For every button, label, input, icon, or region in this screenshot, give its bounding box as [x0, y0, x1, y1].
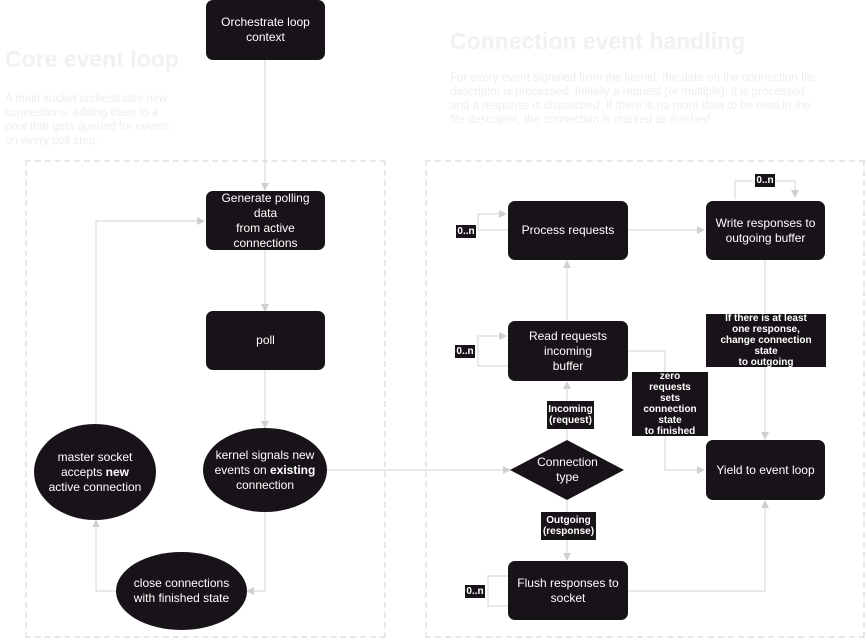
connection-type-node: Connection type [510, 440, 625, 500]
read-loop-label-text: 0..n [456, 346, 474, 357]
outgoing-response-label: Outgoing (response) [541, 512, 596, 540]
master-socket-text-end: active connection [48, 479, 142, 494]
yield-to-event-loop-text: Yield to event loop [716, 462, 815, 477]
flush-loop-label: 0..n [465, 585, 485, 598]
process-requests-node: Process requests [508, 201, 628, 260]
poll-node: poll [206, 311, 325, 370]
read-loop-label: 0..n [455, 345, 475, 358]
master-socket-text-part: master socket accepts [57, 449, 133, 479]
connection-type-diamond [510, 440, 624, 500]
close-connections-text: close connections with finished state [133, 576, 230, 605]
master-socket-bold-text: new [105, 464, 130, 479]
kernel-signals-bold-text: existing [270, 462, 316, 477]
edge-read-loop [477, 332, 508, 367]
connection-handling-region [425, 160, 865, 638]
write-loop-label: 0..n [755, 174, 775, 187]
process-loop-label: 0..n [456, 225, 476, 238]
master-socket-node: master socket accepts new active connect… [34, 424, 156, 520]
write-loop-label-text: 0..n [756, 175, 774, 186]
kernel-signals-text: kernel signals new events on existing co… [215, 448, 316, 493]
edge-close-master [92, 519, 116, 592]
edge-kernel-close [246, 510, 266, 595]
process-loop-label-text: 0..n [457, 226, 475, 237]
yield-to-event-loop-node: Yield to event loop [706, 440, 825, 500]
kernel-signals-node: kernel signals new events on existing co… [203, 428, 327, 512]
core-event-loop-description: A main socket orchestrates new connectio… [5, 93, 170, 147]
edge-process-loop [477, 210, 508, 231]
edge-master-generate [95, 217, 205, 424]
core-loop-region [25, 160, 386, 638]
master-socket-text: master socket accepts new active connect… [49, 450, 142, 495]
read-requests-node: Read requests incoming buffer [508, 321, 628, 381]
at-least-one-response-label: If there is at least one response, chang… [706, 313, 826, 368]
kernel-signals-text-end: connection [235, 477, 295, 492]
flush-responses-text: Flush responses to socket [517, 575, 619, 605]
zero-requests-label: zero requests sets connection state to f… [632, 371, 708, 437]
connection-event-handling-heading: Connection event handling [450, 28, 746, 54]
close-connections-node: close connections with finished state [116, 552, 247, 630]
poll-text: poll [256, 333, 275, 347]
connection-event-handling-description: For every event signaled from the kernel… [450, 72, 816, 126]
write-responses-node: Write responses to outgoing buffer [706, 201, 825, 260]
flush-loop-label-text: 0..n [466, 586, 484, 597]
write-responses-text: Write responses to outgoing buffer [715, 215, 816, 245]
connection-type-text: Connection type [537, 455, 598, 484]
edge-flush-yield [628, 500, 769, 592]
orchestrate-loop-context-text: Orchestrate loop context [221, 15, 310, 44]
process-requests-text: Process requests [521, 223, 615, 237]
edge-flush-loop [487, 572, 518, 607]
incoming-request-label: Incoming (request) [547, 401, 594, 429]
read-requests-text: Read requests incoming buffer [528, 328, 608, 373]
generate-polling-data-text: Generate polling data from active connec… [221, 190, 310, 250]
generate-polling-data-node: Generate polling data from active connec… [206, 191, 325, 250]
orchestrate-loop-context-node: Orchestrate loop context [206, 0, 325, 60]
core-event-loop-heading: Core event loop [5, 46, 179, 72]
flush-responses-node: Flush responses to socket [508, 561, 628, 620]
kernel-signals-text-part: kernel signals new events on [214, 447, 315, 477]
